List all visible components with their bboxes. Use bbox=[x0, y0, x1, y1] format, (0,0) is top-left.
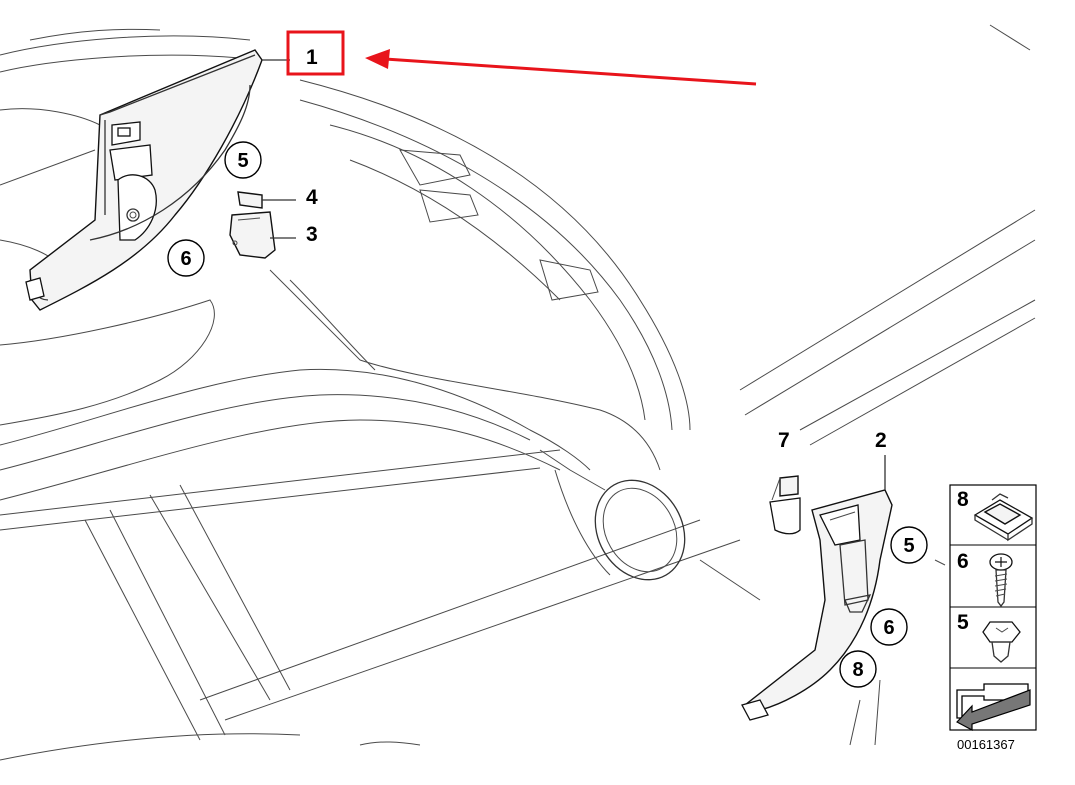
part-4-cap bbox=[237, 191, 296, 209]
svg-text:6: 6 bbox=[180, 248, 191, 270]
highlight-box bbox=[286, 30, 345, 76]
legend-label-6: 6 bbox=[957, 550, 969, 573]
legend-label-5: 5 bbox=[957, 611, 969, 634]
part-1-a-pillar-trim bbox=[25, 49, 290, 311]
callout-3: 3 bbox=[306, 223, 318, 246]
callout-5-right: 5 bbox=[890, 526, 928, 564]
clip-icon bbox=[973, 493, 1034, 542]
svg-text:6: 6 bbox=[883, 617, 894, 639]
legend-label-8: 8 bbox=[957, 488, 969, 511]
car-body-outline bbox=[0, 24, 1036, 761]
arrow-note-icon bbox=[956, 683, 1031, 731]
callout-8: 8 bbox=[839, 650, 877, 688]
svg-text:5: 5 bbox=[903, 535, 914, 557]
svg-text:5: 5 bbox=[237, 150, 248, 172]
callout-6-top: 6 bbox=[167, 239, 205, 277]
part-number: 00161367 bbox=[957, 737, 1015, 752]
part-3-cover bbox=[229, 211, 296, 259]
part-2-b-pillar-trim bbox=[741, 455, 893, 721]
expanding-rivet-icon bbox=[982, 621, 1021, 663]
callout-1: 1 bbox=[306, 46, 318, 69]
legend-panel: 8 6 5 bbox=[949, 484, 1037, 731]
screw-icon bbox=[989, 553, 1013, 608]
highlight-arrow bbox=[365, 49, 757, 86]
callout-5-top: 5 bbox=[224, 141, 262, 179]
callout-7: 7 bbox=[778, 429, 790, 452]
callout-6-right: 6 bbox=[870, 608, 908, 646]
svg-text:8: 8 bbox=[852, 659, 863, 681]
part-7-clip bbox=[769, 475, 801, 535]
callout-2: 2 bbox=[875, 429, 887, 452]
callout-4: 4 bbox=[306, 186, 318, 209]
